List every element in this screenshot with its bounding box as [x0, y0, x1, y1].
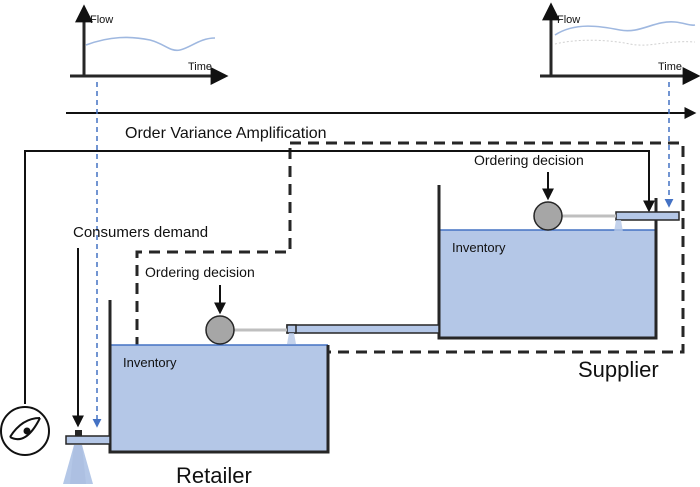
right-graph-reference-line	[554, 39, 696, 46]
retailer-inventory-label: Inventory	[123, 355, 177, 370]
supplier-inflow-drip	[614, 220, 623, 232]
retailer-label: Retailer	[176, 463, 252, 487]
consumers-demand-label: Consumers demand	[73, 224, 208, 241]
right-graph-x-label: Time	[658, 61, 682, 73]
supplier-tank-wall	[437, 185, 658, 340]
supplier-ordering-decision-label: Ordering decision	[474, 152, 584, 168]
retailer-valve-knob-icon	[205, 315, 235, 345]
retailer-tank-wall	[108, 300, 330, 454]
outflow-valve-cap	[75, 430, 82, 436]
left-graph-y-label: Flow	[90, 14, 113, 26]
retailer-water	[110, 345, 328, 452]
retailer-inflow-drip	[287, 333, 296, 344]
left-graph-flow-line	[85, 36, 216, 52]
eye-in-circle-icon	[0, 406, 50, 456]
supplier-tank: Inventory	[437, 185, 658, 340]
right-flow-graph: Flow Time	[540, 2, 700, 85]
retailer-ordering-decision-label: Ordering decision	[145, 264, 255, 280]
supplier-to-retailer-pipe	[286, 324, 440, 344]
supplier-inventory-label: Inventory	[452, 240, 506, 255]
supplier-valve-knob-icon	[533, 201, 563, 231]
retailer-outflow-pipe	[65, 430, 111, 445]
left-graph-x-label: Time	[188, 61, 212, 73]
sprinkler-spray-core	[70, 445, 86, 484]
supplier-label: Supplier	[578, 357, 659, 382]
supplier-water	[439, 230, 656, 338]
feedback-line	[24, 150, 655, 404]
left-flow-graph: Flow Time	[70, 4, 229, 85]
right-graph-flow-line	[554, 21, 696, 36]
right-graph-y-label: Flow	[557, 14, 580, 26]
amplification-title: Order Variance Amplification	[125, 125, 327, 142]
retailer-tank: Inventory	[108, 300, 330, 454]
supplier-inflow-pipe	[614, 211, 680, 232]
